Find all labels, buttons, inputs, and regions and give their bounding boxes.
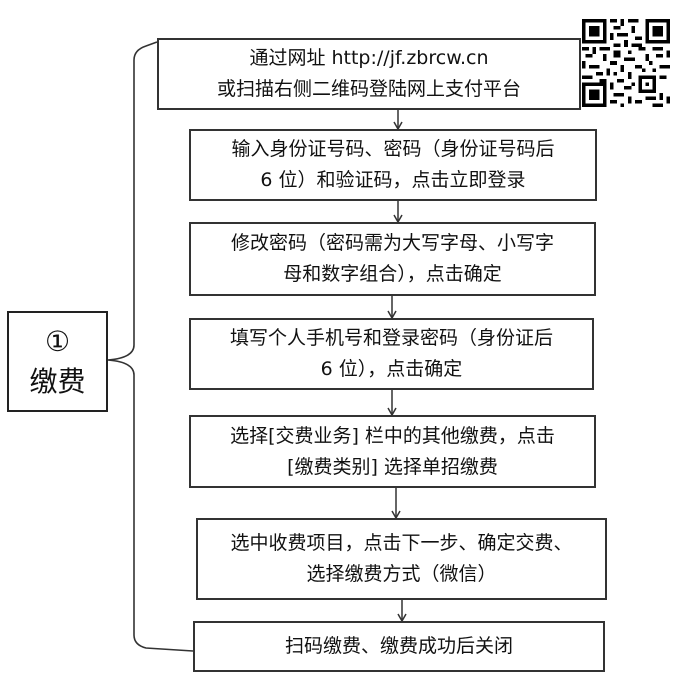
step-5-line-2: [缴费类别] 选择单招缴费 bbox=[287, 455, 498, 478]
step-5-line-1: 选择[交费业务] 栏中的其他缴费，点击 bbox=[230, 424, 555, 447]
step-6-line-1: 选中收费项目，点击下一步、确定交费、 bbox=[230, 532, 573, 554]
step-1-line-2: 或扫描右侧二维码登陆网上支付平台 bbox=[216, 78, 521, 100]
step-7-line-1: 扫码缴费、缴费成功后关闭 bbox=[284, 635, 513, 657]
step-3-line-1: 修改密码（密码需为大写字母、小写字 bbox=[230, 232, 554, 254]
stage-number: ① bbox=[44, 324, 71, 358]
payment-stage-label: ① 缴费 bbox=[7, 311, 108, 412]
step-5-box: 选择[交费业务] 栏中的其他缴费，点击 [缴费类别] 选择单招缴费 bbox=[189, 415, 596, 488]
step-4-box: 填写个人手机号和登录密码（身份证后 6 位），点击确定 bbox=[189, 318, 594, 390]
step-6-box: 选中收费项目，点击下一步、确定交费、 选择缴费方式（微信） bbox=[196, 518, 607, 600]
step-4-line-1: 填写个人手机号和登录密码（身份证后 bbox=[229, 327, 553, 349]
step-1-box: 通过网址 http://jf.zbrcw.cn 或扫描右侧二维码登陆网上支付平台 bbox=[157, 38, 581, 110]
qr-code-icon bbox=[582, 19, 670, 107]
step-2-line-1: 输入身份证号码、密码（身份证号码后 bbox=[231, 138, 555, 160]
step-1-line-1: 通过网址 http://jf.zbrcw.cn bbox=[249, 47, 489, 69]
step-2-line-2: 6 位）和验证码，点击立即登录 bbox=[260, 169, 526, 191]
step-2-box: 输入身份证号码、密码（身份证号码后 6 位）和验证码，点击立即登录 bbox=[189, 129, 597, 201]
step-6-line-2: 选择缴费方式（微信） bbox=[306, 563, 497, 585]
step-3-line-2: 母和数字组合），点击确定 bbox=[283, 263, 502, 285]
step-7-box: 扫码缴费、缴费成功后关闭 bbox=[193, 621, 605, 672]
step-3-box: 修改密码（密码需为大写字母、小写字 母和数字组合），点击确定 bbox=[189, 222, 596, 296]
group-bracket bbox=[107, 41, 194, 652]
step-4-line-2: 6 位），点击确定 bbox=[320, 358, 463, 380]
stage-title: 缴费 bbox=[29, 364, 86, 398]
